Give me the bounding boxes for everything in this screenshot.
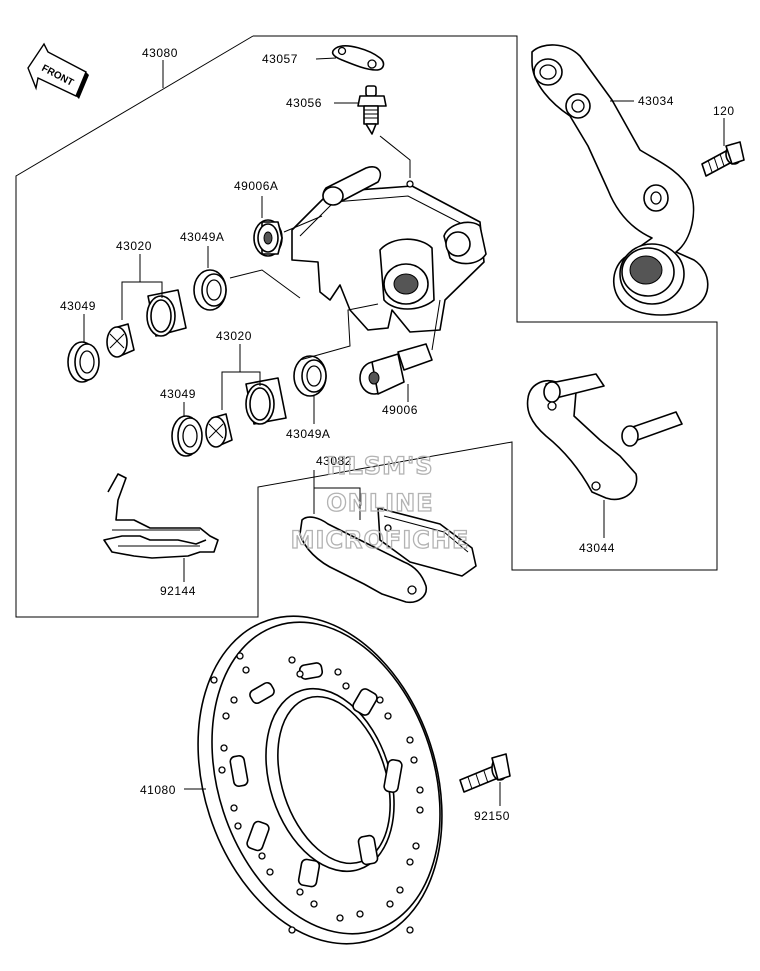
label-92144: 92144 [160,584,196,598]
label-43049-top: 43049 [60,299,96,313]
label-43020-top: 43020 [116,239,152,253]
watermark-line1: HLSM'S [326,452,433,480]
bleeder-valve-43056 [357,85,387,135]
bolt-120 [701,141,745,177]
leader-43049A-bottom-body [299,303,379,361]
brake-disc-41080 [197,615,443,945]
boot-pin-49006 [359,343,433,395]
label-41080: 41080 [140,783,176,797]
leader-43082 [313,470,361,520]
caliper-assembly-outline [15,35,718,618]
seal-43049-top [67,341,100,383]
seal-43049A-bottom [293,355,327,397]
label-43049A-top: 43049A [180,230,224,244]
piston-insulator-top [106,323,135,358]
label-43034: 43034 [638,94,674,108]
label-43056: 43056 [286,96,322,110]
boot-49006A [253,219,283,257]
label-92150: 92150 [474,809,510,823]
label-120: 120 [713,104,735,118]
seal-43049-bottom [171,415,203,457]
front-arrow-icon: FRONT [27,42,89,99]
caliper-body [291,166,487,333]
piston-insulator-bottom [205,413,233,448]
seal-43049A-top [193,269,227,311]
watermark-line2: ONLINE [326,489,433,517]
label-43080: 43080 [142,46,178,60]
leader-43056-to-body [379,135,411,178]
label-43049-bottom: 43049 [160,387,196,401]
label-43057: 43057 [262,52,298,66]
leader-43020-bottom [221,371,261,410]
label-43020-bottom: 43020 [216,329,252,343]
disc-bolt-92150 [459,753,511,793]
pad-spring-92144 [103,473,219,559]
label-43049A-bottom: 43049A [286,427,330,441]
leader-43020-top [121,281,163,320]
label-43082: 43082 [316,454,352,468]
disc-holes [210,652,424,934]
bleeder-cap-43057 [331,45,385,71]
brake-pads-43082 [299,507,477,604]
leader-49006-body [431,299,441,351]
leader-43049A-top-body [229,269,301,299]
piston-bottom [245,377,287,425]
label-49006A: 49006A [234,179,278,193]
watermark-line3: MICROFICHE [291,526,470,554]
caliper-bracket-43034 [531,44,709,316]
label-49006: 49006 [382,403,418,417]
leader-43057 [315,57,337,60]
leader-49006A-body [283,215,323,233]
caliper-holder-43044 [526,373,683,501]
piston-top [146,289,187,337]
label-43044: 43044 [579,541,615,555]
